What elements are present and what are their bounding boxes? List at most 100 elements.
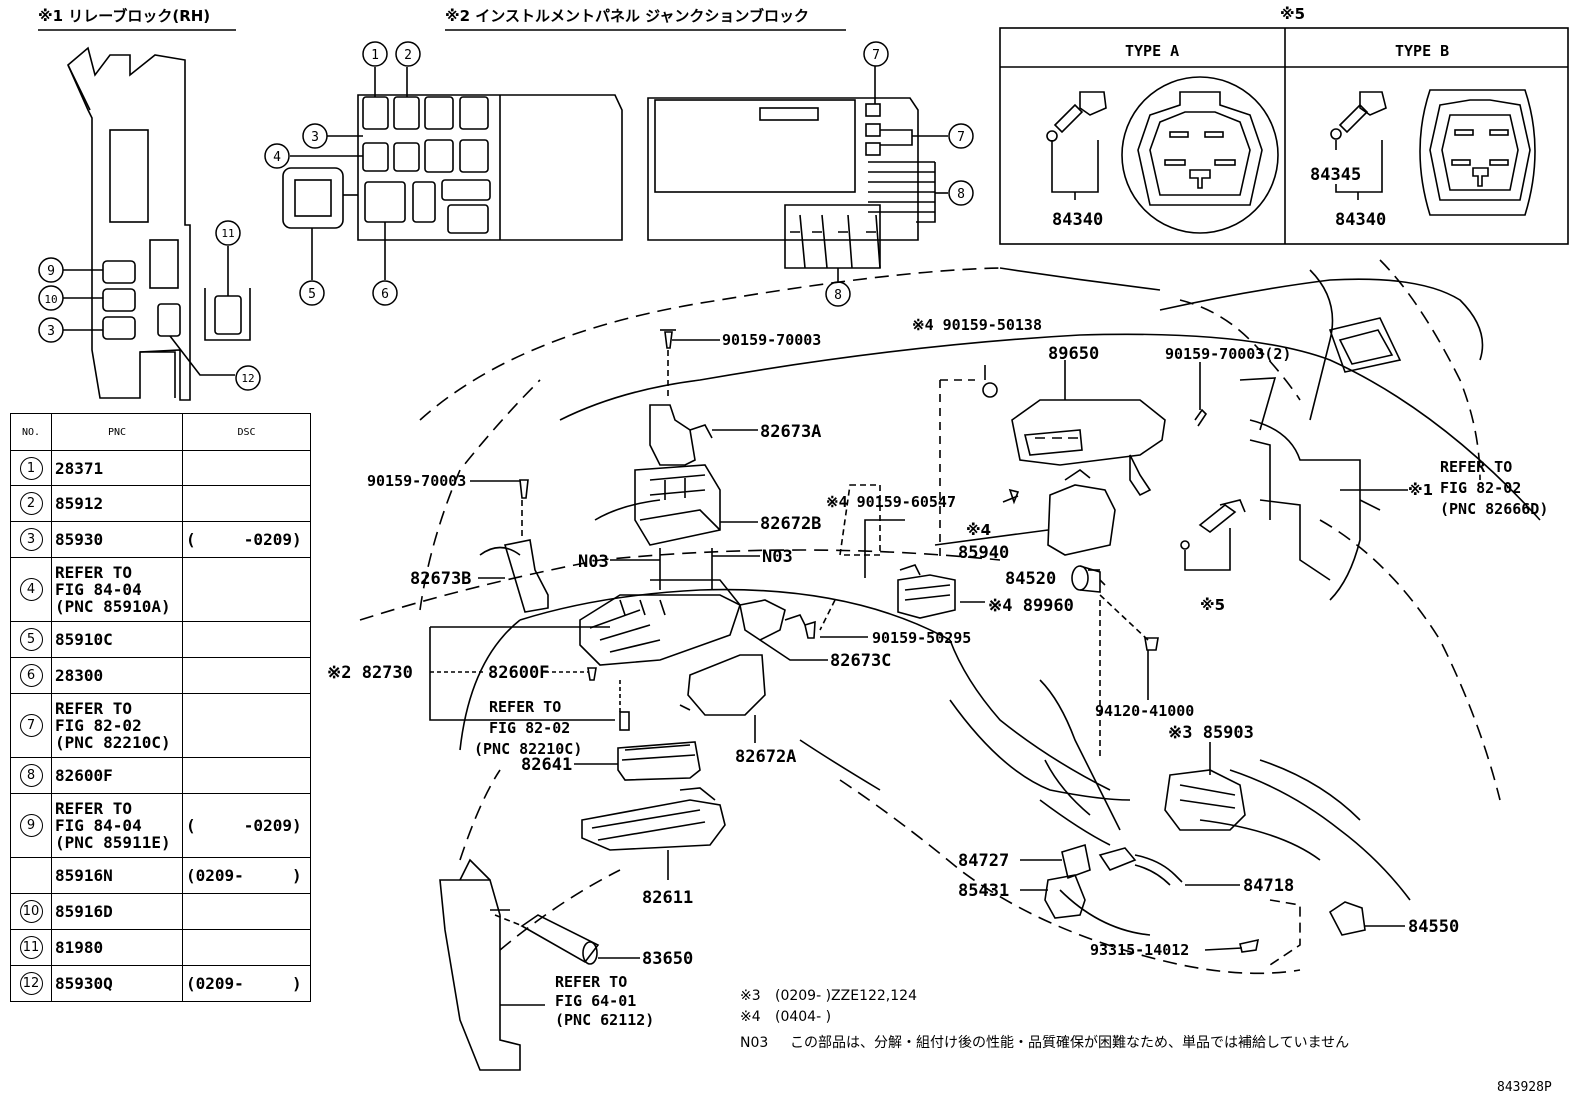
cell-no: 2 [10,485,52,522]
circled-number: 2 [19,492,43,515]
note4-text: (0404- ) [775,1009,831,1025]
junction-block-back [647,66,948,282]
pnc-line: 82600F [55,766,113,785]
pnc-line: (PNC 85911E) [55,833,171,852]
pnc-line: REFER TO [55,699,133,718]
cell-dsc: (0209- ) [182,965,311,1002]
circled-number: 5 [19,628,43,651]
pnc-line: FIG 82-02 [55,716,142,735]
label-85903: ※3 85903 [1168,723,1254,743]
cell-dsc: ( -0209) [182,793,311,858]
label-refer-82-02-mid-3: (PNC 82210C) [474,740,582,758]
label-85940: 85940 [958,543,1009,563]
cell-no: 12 [10,965,52,1002]
label-mark5-right: ※5 [1200,596,1225,614]
pnc-line: 28300 [55,666,104,685]
pnc-line: 81980 [55,938,104,957]
circled-number: 4 [19,578,43,601]
label-refer-82-02-right-1: REFER TO [1440,458,1512,476]
label-94120-41000: 94120-41000 [1095,702,1194,720]
callout-4: 4 [273,150,281,165]
junction-block-title: ※2 インストルメントパネル ジャンクションブロック [445,7,809,25]
pnc-line: 28371 [55,458,104,478]
circled-number: 10 [19,900,43,923]
cell-no: 9 [10,793,52,858]
note3-text: (0209- )ZZE122,124 [775,988,917,1004]
table-header-row: NO. PNC DSC [10,413,311,451]
cell-dsc [182,929,311,966]
callout-8-bottom: 8 [834,288,842,303]
label-82600F: 82600F [488,663,549,683]
cell-dsc [182,557,311,622]
label-90159-70003-top: 90159-70003 [722,331,821,349]
label-90159-70003-2: 90159-70003(2) [1165,345,1291,363]
label-refer-64-01-1: REFER TO [555,973,627,991]
cell-no: 7 [10,693,52,758]
label-82730: ※2 82730 [327,663,413,683]
type-a-header: TYPE A [1125,42,1179,60]
cell-dsc [182,893,311,930]
label-85940-mark: ※4 [966,521,991,539]
cell-pnc: 82600F [51,757,183,794]
cell-dsc [182,757,311,794]
callout-5: 5 [308,287,316,302]
cell-dsc: ( -0209) [182,521,311,558]
circled-number: 11 [19,936,43,959]
dashboard-outline [359,259,1541,1071]
label-82673B: 82673B [410,569,471,589]
footnotes: ※3 (0209- )ZZE122,124 ※4 (0404- ) N03 この… [740,988,1552,1095]
label-90159-50295: 90159-50295 [872,629,971,647]
cell-pnc: 85930Q [51,965,183,1002]
note3-mark: ※3 [740,988,761,1004]
label-89650: 89650 [1048,344,1099,364]
cell-pnc: 28371 [51,450,183,486]
cell-pnc: 81980 [51,929,183,966]
component-84727 [1061,843,1091,880]
n03-mark: N03 [740,1035,768,1051]
label-90159-70003-left: 90159-70003 [367,472,466,490]
label-84520: 84520 [1005,569,1056,589]
callout-7-top: 7 [872,48,880,63]
cell-pnc: 85916N [51,857,183,894]
type-a-part-label: 84340 [1052,210,1103,230]
label-90159-50138: ※4 90159-50138 [912,316,1042,334]
component-84550 [1328,901,1366,936]
type-b-part-top-label: 84345 [1310,165,1361,185]
header-no: NO. [10,413,52,451]
type-a-drawing [1046,76,1279,234]
circled-number: 3 [19,528,43,551]
label-89960: ※4 89960 [988,596,1074,616]
label-N03-b: N03 [762,547,793,567]
callout-2-top: 2 [404,48,412,63]
label-refer-64-01-3: (PNC 62112) [555,1011,654,1029]
cell-dsc: (0209- ) [182,857,311,894]
leader-lines [429,339,1408,1006]
component-85940 [1047,469,1116,556]
label-83650: 83650 [642,949,693,969]
junction-block-front [282,67,623,280]
component-82641 [617,741,701,781]
cell-no: 1 [10,450,52,486]
cell-dsc [182,657,311,694]
n03-text: この部品は、分解・組付け後の性能・品質確保が困難なため、単品では補給していません [790,1035,1349,1051]
type-b-header: TYPE B [1395,42,1449,60]
circled-number: 1 [19,456,43,480]
callout-10: 10 [44,293,57,306]
pnc-line: (PNC 82210C) [55,733,171,752]
component-82730 [579,579,741,666]
component-89650 [1011,399,1166,497]
cell-dsc [182,450,311,486]
label-84727: 84727 [958,851,1009,871]
callout-7-side: 7 [957,130,965,145]
